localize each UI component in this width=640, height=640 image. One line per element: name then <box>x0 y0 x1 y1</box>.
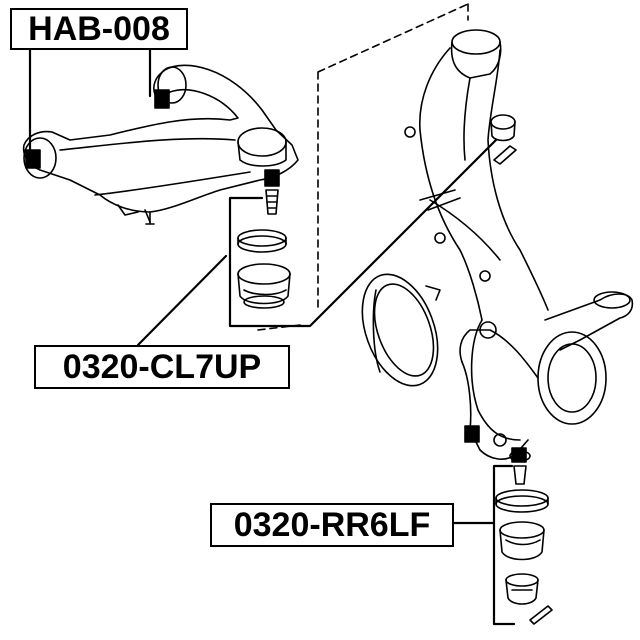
lower-ball-joint-parts <box>495 489 553 625</box>
leader-line-hab <box>28 48 152 156</box>
part-label-hab-008: HAB-008 <box>10 8 188 50</box>
leader-line-rr6lf <box>452 464 516 626</box>
part-label-0320-cl7up: 0320-CL7UP <box>34 345 290 389</box>
upper-ball-joint-parts <box>237 229 291 309</box>
upper-ball-joint-stud <box>264 169 280 215</box>
part-label-0320-rr6lf: 0320-RR6LF <box>210 503 454 547</box>
steering-knuckle <box>404 29 634 460</box>
dashed-frame-line <box>317 3 469 309</box>
knuckle-upper-parts <box>490 114 517 165</box>
upper-control-arm <box>22 64 299 225</box>
leader-lines <box>28 48 516 626</box>
leader-line-cl7up <box>136 138 498 347</box>
dust-shield <box>361 273 441 387</box>
lower-ball-joint-stud <box>509 447 531 485</box>
